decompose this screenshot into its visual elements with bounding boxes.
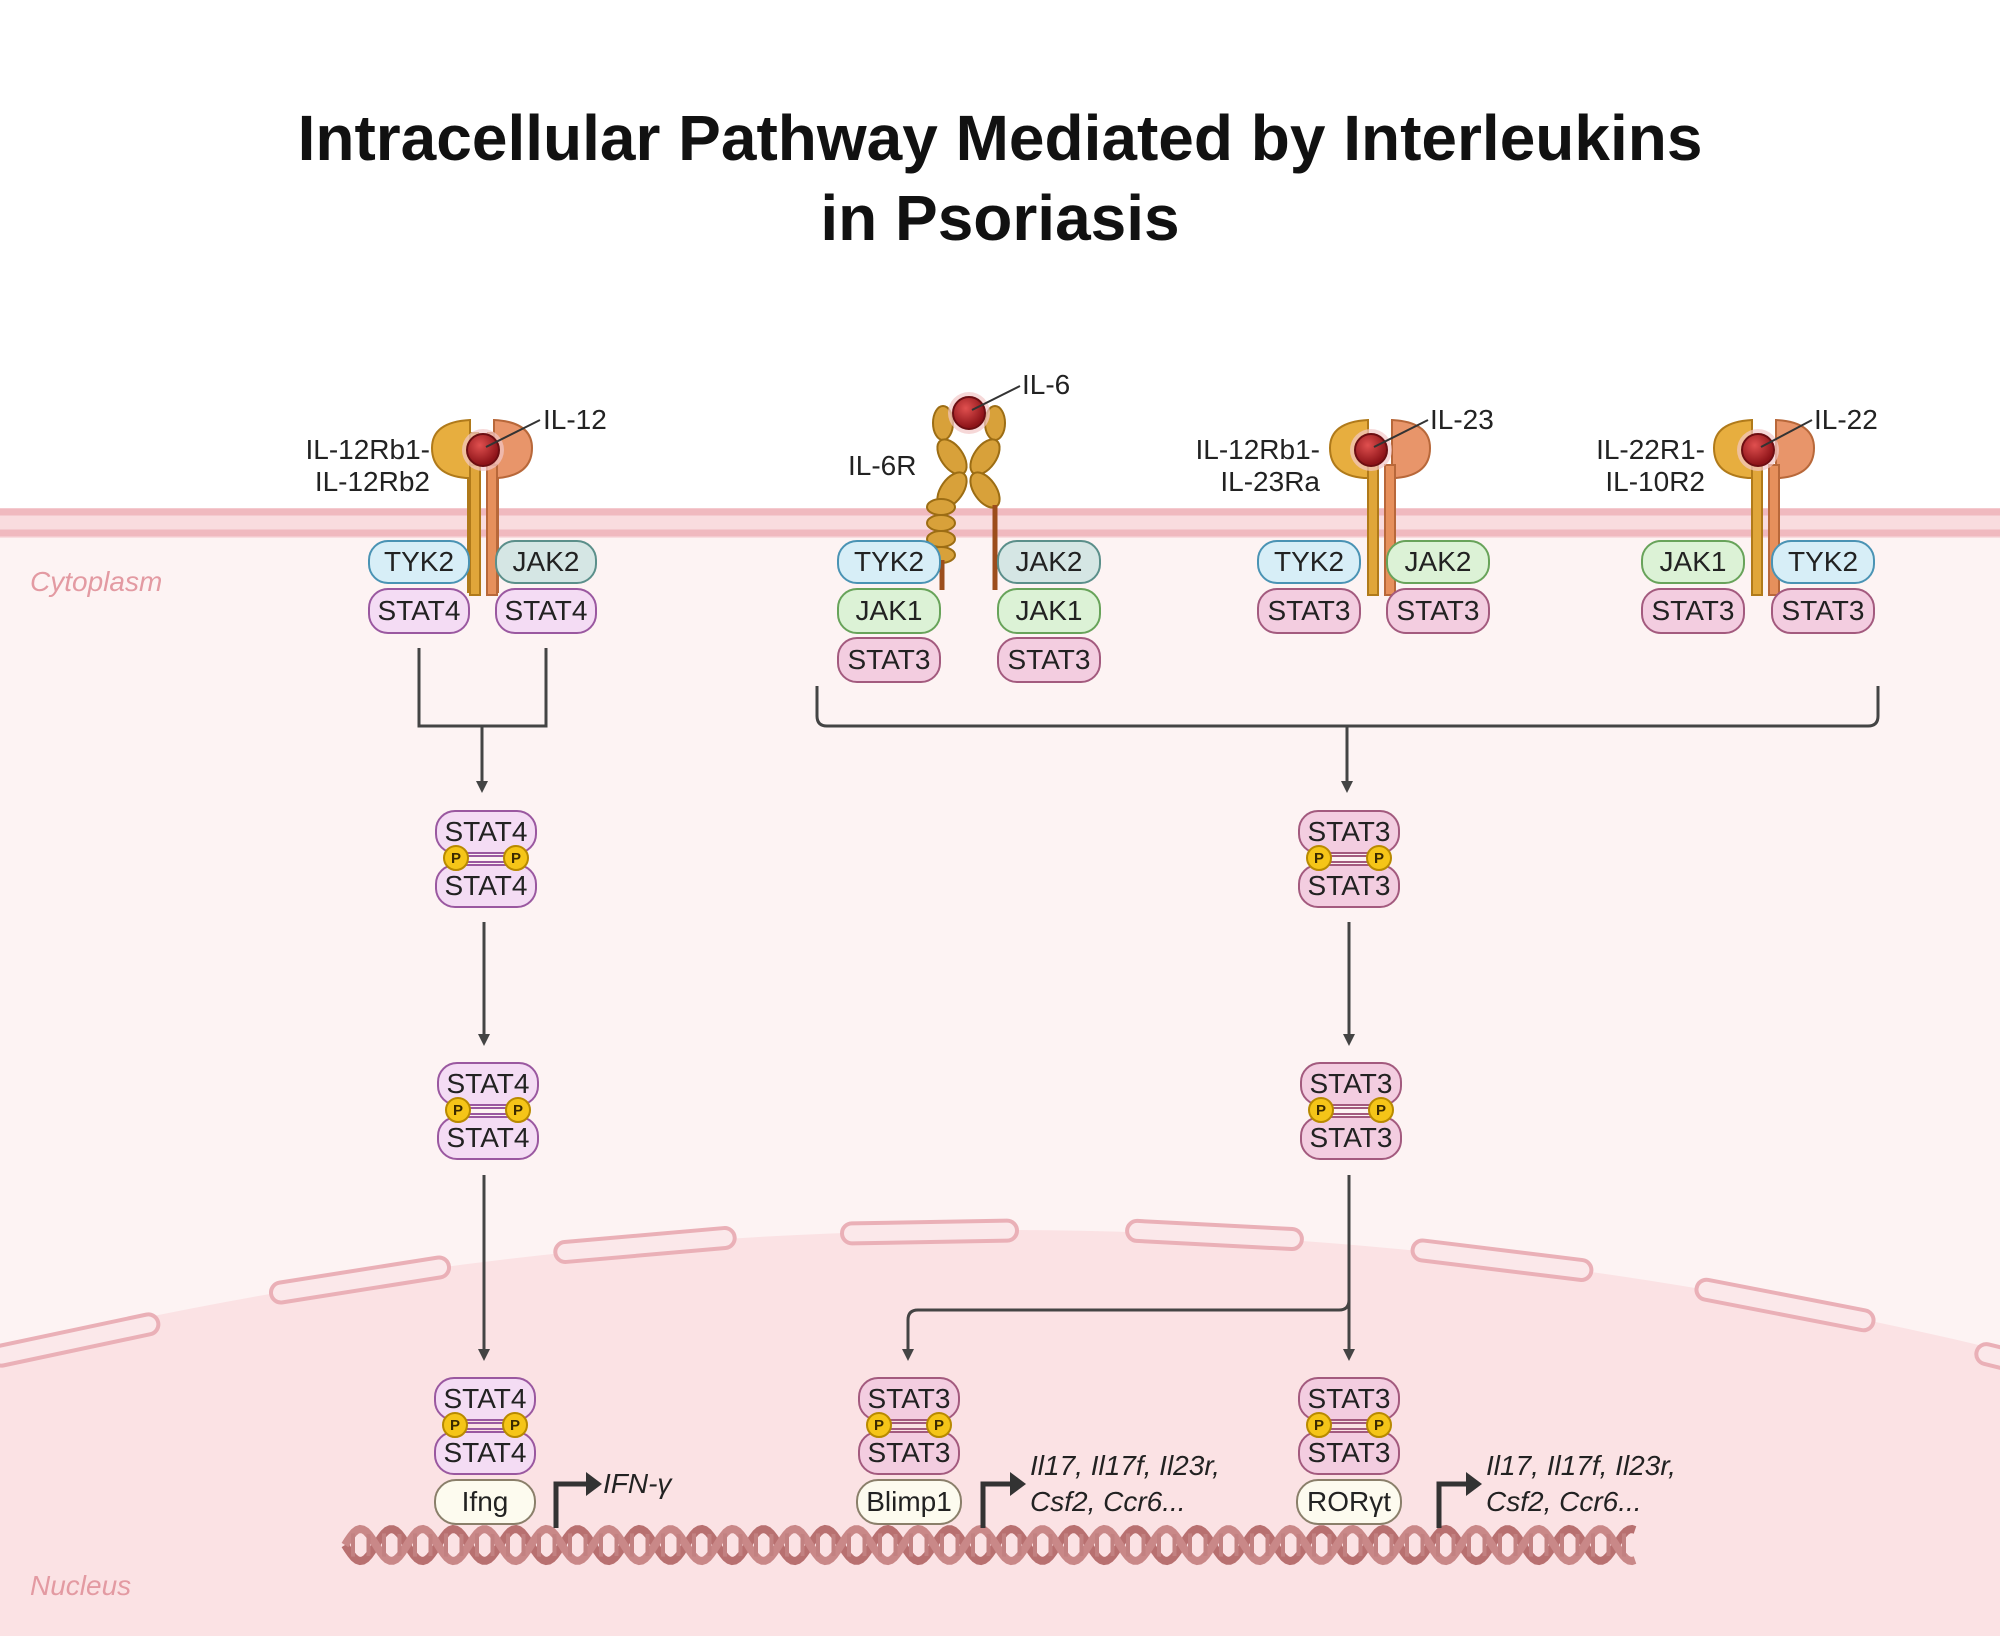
il12-receptor-label-line2: IL-12Rb2 (314, 466, 430, 497)
nucleus-label: Nucleus (30, 1570, 132, 1601)
il22-ligand-label: IL-22 (1814, 404, 1878, 435)
stat3-dimer-bottom: STAT3 (858, 1431, 960, 1475)
stat3-dimer-top: STAT3 (1298, 810, 1400, 854)
il23-jak2: JAK2 (1386, 540, 1490, 584)
il6-jak2: JAK2 (997, 540, 1101, 584)
il6-receptor (926, 405, 1006, 564)
il6-receptor-label: IL-6R (848, 450, 917, 481)
ifng-gene: Ifng (434, 1479, 536, 1525)
il12-stat4-left: STAT4 (368, 588, 470, 634)
cytoplasm-label: Cytoplasm (30, 566, 163, 597)
stat4-dimer-bottom: STAT4 (437, 1116, 539, 1160)
transcription-arrowhead-icon (586, 1472, 602, 1496)
dimer-bond (1319, 1422, 1379, 1430)
title-line-2: in Psoriasis (820, 182, 1180, 254)
nuclear-envelope (0, 1218, 2000, 1391)
transcription-arrowhead-icon (1466, 1472, 1482, 1496)
phospho-icon: P (503, 845, 529, 871)
plasma-membrane (0, 508, 2000, 538)
phospho-icon: P (1366, 845, 1392, 871)
transcription-arrowhead-icon (1010, 1472, 1026, 1496)
dimer-bond (1321, 1107, 1381, 1115)
dna-helix (341, 1524, 1637, 1566)
blimp1-output-label: Il17, Il17f, Il23r, Csf2, Ccr6... (1030, 1448, 1220, 1520)
il12-receptor-label-line1: IL-12Rb1- (305, 434, 430, 465)
il22-tyk2: TYK2 (1771, 540, 1875, 584)
il12-stat4-right: STAT4 (495, 588, 597, 634)
phospho-icon: P (1366, 1412, 1392, 1438)
il23-receptor-label-line2: IL-23Ra (1220, 466, 1320, 497)
il22-stat3-left: STAT3 (1641, 588, 1745, 634)
dimer-bond (456, 855, 516, 863)
rorgt-output-line1: Il17, Il17f, Il23r, (1486, 1450, 1676, 1481)
phospho-icon: P (442, 1412, 468, 1438)
signaling-connectors (417, 648, 1880, 1361)
il12-ligand-icon (466, 433, 500, 467)
il12-tyk2: TYK2 (368, 540, 470, 584)
il23-stat3-left: STAT3 (1257, 588, 1361, 634)
blimp1-output-line2: Csf2, Ccr6... (1030, 1486, 1186, 1517)
stat3-dimer-bottom: STAT3 (1298, 1431, 1400, 1475)
stat4-dimer-bottom: STAT4 (434, 1431, 536, 1475)
il22-receptor-label-line2: IL-10R2 (1605, 466, 1705, 497)
il6-ligand-icon (952, 396, 986, 430)
il22-receptor-label-line1: IL-22R1- (1596, 434, 1705, 465)
phospho-icon: P (1308, 1097, 1334, 1123)
phospho-icon: P (1368, 1097, 1394, 1123)
stat3-dimer-bottom: STAT3 (1298, 864, 1400, 908)
transcription-arrows (553, 1481, 1468, 1528)
il22-ligand-icon (1741, 433, 1775, 467)
ifng-output-label: IFN-γ (603, 1468, 672, 1499)
rorgt-gene: RORγt (1296, 1479, 1402, 1525)
phospho-icon: P (1306, 845, 1332, 871)
dimer-bond (879, 1422, 939, 1430)
phospho-icon: P (1306, 1412, 1332, 1438)
il22-receptor-label: IL-22R1- IL-10R2 (1545, 434, 1705, 498)
page-title: Intracellular Pathway Mediated by Interl… (0, 98, 2000, 258)
stat3-dimer-bottom: STAT3 (1300, 1116, 1402, 1160)
il23-receptor-label: IL-12Rb1- IL-23Ra (1160, 434, 1320, 498)
phospho-icon: P (443, 845, 469, 871)
blimp1-gene: Blimp1 (856, 1479, 962, 1525)
il22-jak1: JAK1 (1641, 540, 1745, 584)
rorgt-output-label: Il17, Il17f, Il23r, Csf2, Ccr6... (1486, 1448, 1676, 1520)
dimer-bond (1319, 855, 1379, 863)
il23-ligand-label: IL-23 (1430, 404, 1494, 435)
phospho-icon: P (926, 1412, 952, 1438)
il6-jak1-left: JAK1 (837, 588, 941, 634)
il6-stat3-left: STAT3 (837, 637, 941, 683)
il12-ligand-label: IL-12 (543, 404, 607, 435)
rorgt-output-line2: Csf2, Ccr6... (1486, 1486, 1642, 1517)
il23-stat3-right: STAT3 (1386, 588, 1490, 634)
il12-receptor-label: IL-12Rb1- IL-12Rb2 (270, 434, 430, 498)
il6-ligand-label: IL-6 (1022, 369, 1071, 400)
blimp1-output-line1: Il17, Il17f, Il23r, (1030, 1450, 1220, 1481)
phospho-icon: P (445, 1097, 471, 1123)
il12-jak2: JAK2 (495, 540, 597, 584)
il6-jak1-right: JAK1 (997, 588, 1101, 634)
il23-receptor-label-line1: IL-12Rb1- (1195, 434, 1320, 465)
title-line-1: Intracellular Pathway Mediated by Interl… (297, 102, 1703, 174)
dimer-bond (458, 1107, 518, 1115)
il23-tyk2: TYK2 (1257, 540, 1361, 584)
phospho-icon: P (502, 1412, 528, 1438)
stat4-dimer-bottom: STAT4 (435, 864, 537, 908)
il22-stat3-right: STAT3 (1771, 588, 1875, 634)
il6-stat3-right: STAT3 (997, 637, 1101, 683)
phospho-icon: P (866, 1412, 892, 1438)
dimer-bond (455, 1422, 515, 1430)
phospho-icon: P (505, 1097, 531, 1123)
il23-ligand-icon (1354, 433, 1388, 467)
il6-tyk2: TYK2 (837, 540, 941, 584)
